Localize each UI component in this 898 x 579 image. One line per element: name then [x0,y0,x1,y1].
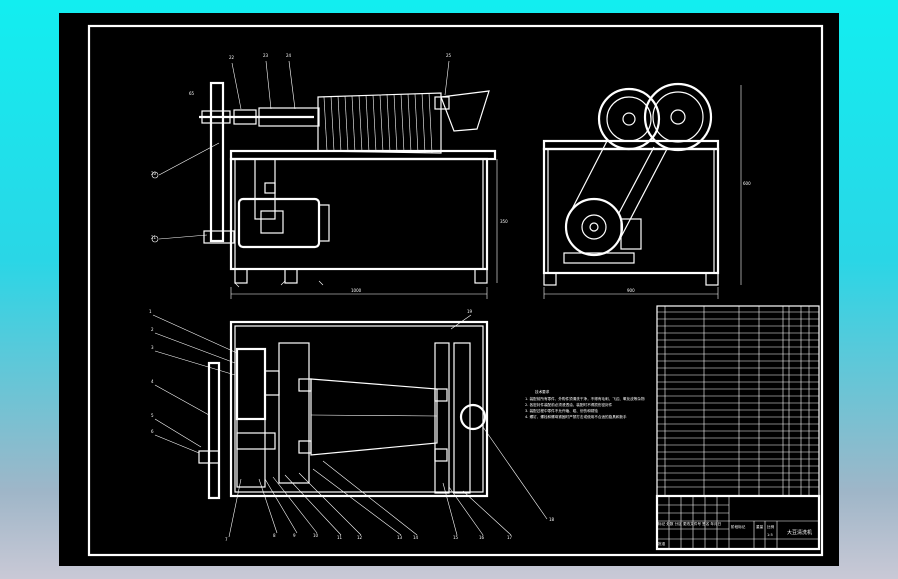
notes-heading: 技术要求 [535,389,550,394]
dim-top-height: 65 [189,91,195,96]
top-view [152,314,548,538]
dim-side-width: 900 [627,288,635,293]
scale-value: 1:5 [767,533,773,537]
balloon-label: 23 [263,53,269,58]
balloon-label: 18 [549,517,555,522]
stage-label: 阶段标记 [731,524,746,529]
balloon-label: 19 [467,309,473,314]
note-line: 1. 装配前所有零件、外购件须清洗干净，不得有毛刺、飞边、氧化皮等杂物 [525,396,645,401]
front-frame [229,157,489,271]
front-view: 1000 350 65 [151,60,508,299]
note-line: 3. 装配过程中零件不允许磕、碰、划伤和锈蚀 [525,408,598,413]
scale-label: 比例 [767,524,775,529]
balloon-label: 15 [453,535,459,540]
conical-drum [317,92,442,154]
balloon-label: 24 [286,53,292,58]
title-block: 标记 处数 分区 更改文件号 签名 年月日 阶段标记 重量 比例 1:5 批准 … [655,494,821,551]
balloon-label: 21 [151,235,157,240]
balloon-label: 10 [313,533,319,538]
technical-notes: 技术要求 1. 装配前所有零件、外购件须清洗干净，不得有毛刺、飞边、氧化皮等杂物… [525,389,645,419]
parts-list [656,305,820,497]
balloon-label: 9 [293,533,296,538]
engineering-drawing: 1000 350 65 [87,24,824,557]
balloon-label: 25 [446,53,452,58]
balloon-label: 1 [149,309,152,314]
side-frame [542,147,720,275]
dim-front-width: 1000 [351,288,362,293]
top-outlet [459,403,487,431]
top-belt [207,361,221,500]
revision-row: 标记 处数 分区 更改文件号 签名 年月日 [658,521,721,526]
note-line: 2. 各密封件装配前必须浸透油，装配时不得损伤密封件 [525,402,613,407]
balloon-label: 12 [357,535,363,540]
side-view: 900 600 [542,82,751,299]
drawing-sheet: 1000 350 65 [59,13,839,566]
balloon-label: 3 [151,345,154,350]
balloon-label: 6 [151,429,154,434]
balloon-label: 8 [273,533,276,538]
top-drum [310,378,438,456]
balloon-label: 17 [507,535,513,540]
note-line: 4. 螺钉、螺栓和螺母紧固时严禁打击或使用不合适的旋具和扳手 [525,414,627,419]
sheet-border [87,24,824,557]
balloon-label: 11 [337,535,343,540]
dim-side-height: 600 [743,181,751,186]
drawing-name: 大豆清洗机 [787,529,812,536]
balloon-label: 2 [151,327,154,332]
balloon-label: 20 [151,171,157,176]
feed-hopper [440,90,490,132]
balloon-label: 13 [397,535,403,540]
weight-label: 重量 [756,524,764,529]
balloon-label: 16 [479,535,485,540]
v-belt [569,140,668,238]
balloon-label: 22 [229,55,235,60]
dim-front-height: 350 [500,219,508,224]
front-motor [237,197,330,249]
approval-label: 批准 [658,541,666,546]
belt-column [209,81,225,243]
drum-ribs [323,92,433,154]
balloon-label: 7 [225,537,228,542]
balloon-label: 5 [151,413,154,418]
balloon-label: 4 [151,379,154,384]
top-frame [229,320,489,498]
motor-pulley [564,197,624,257]
balloon-label: 14 [413,535,419,540]
